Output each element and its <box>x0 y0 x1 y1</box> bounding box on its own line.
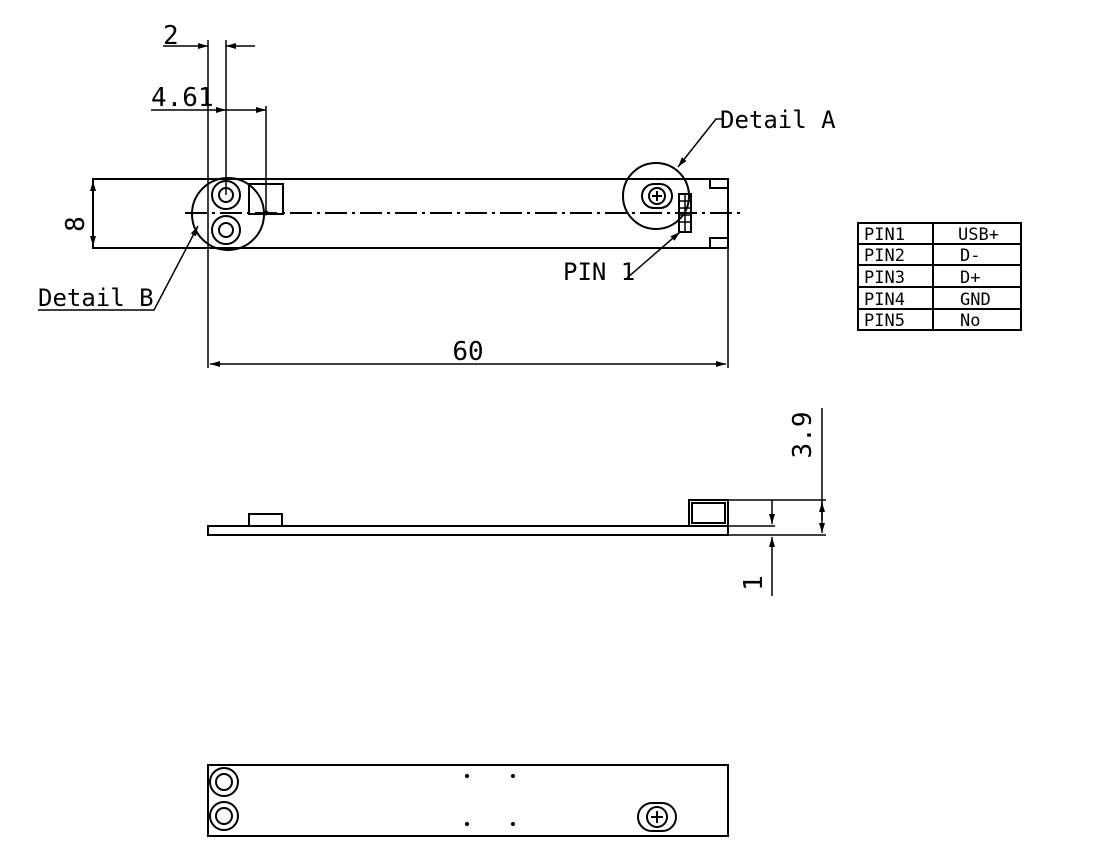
pin-table-pin-1: PIN1 <box>864 225 905 245</box>
pin-1-label: PIN 1 <box>563 258 635 286</box>
detail-a-circle <box>622 162 690 230</box>
top-view: 2 4.61 8 60 Detail A Detail B PIN 1 <box>38 21 836 368</box>
side-view-board <box>207 525 729 536</box>
detail-b-leader <box>38 225 199 311</box>
bottom-view <box>207 764 729 837</box>
slot-hole <box>641 183 673 209</box>
bottom-dot-3 <box>465 822 469 826</box>
pin-table-signal-1: USB+ <box>958 225 999 245</box>
pin-table-signal-5: No <box>960 311 980 331</box>
dim-60-label: 60 <box>452 337 483 367</box>
dim-8-label: 8 <box>61 216 91 232</box>
mounting-hole-lower-inner <box>218 222 234 238</box>
pin-table-signal-4: GND <box>960 290 991 310</box>
dim-1-label: 1 <box>739 575 769 591</box>
mounting-hole-lower-outer <box>211 215 241 245</box>
dim-39-label: 3.9 <box>788 412 818 459</box>
side-view-connector-outer <box>688 499 729 527</box>
detail-b-label: Detail B <box>38 284 154 312</box>
bottom-hole-lower-inner <box>215 807 233 825</box>
pin-table-signal-3: D+ <box>960 268 980 288</box>
pin-table-pin-5: PIN5 <box>864 311 905 331</box>
detail-a-leader <box>677 118 722 168</box>
connector-housing <box>709 179 728 248</box>
bottom-slot-hole <box>637 802 677 832</box>
pin-table-pin-4: PIN4 <box>864 290 905 310</box>
pin-table-pin-2: PIN2 <box>864 246 905 266</box>
pin-1-leader <box>626 231 681 279</box>
pin-table-outline <box>857 222 1022 331</box>
pin-table-signal-2: D- <box>960 246 980 266</box>
dim-461-label: 4.61 <box>151 83 214 113</box>
screw-hole-outer <box>648 187 666 205</box>
bottom-dot-4 <box>511 822 515 826</box>
dim-2-label: 2 <box>163 21 179 51</box>
side-view-component <box>248 513 283 527</box>
bottom-dot-1 <box>465 774 469 778</box>
pin-table-pin-3: PIN3 <box>864 268 905 288</box>
side-view-connector-inner <box>691 502 726 524</box>
pin-table: PIN1 USB+ PIN2 D- PIN3 D+ PIN4 GND PIN5 … <box>857 222 1022 331</box>
bottom-view-board-outline <box>207 764 729 837</box>
bottom-dot-2 <box>511 774 515 778</box>
bottom-hole-upper-inner <box>215 773 233 791</box>
detail-a-label: Detail A <box>720 106 836 134</box>
bottom-hole-lower-outer <box>209 801 239 831</box>
bottom-screw-outer <box>646 806 668 828</box>
bottom-hole-upper-outer <box>209 767 239 797</box>
side-view: 3.9 1 <box>207 408 826 596</box>
